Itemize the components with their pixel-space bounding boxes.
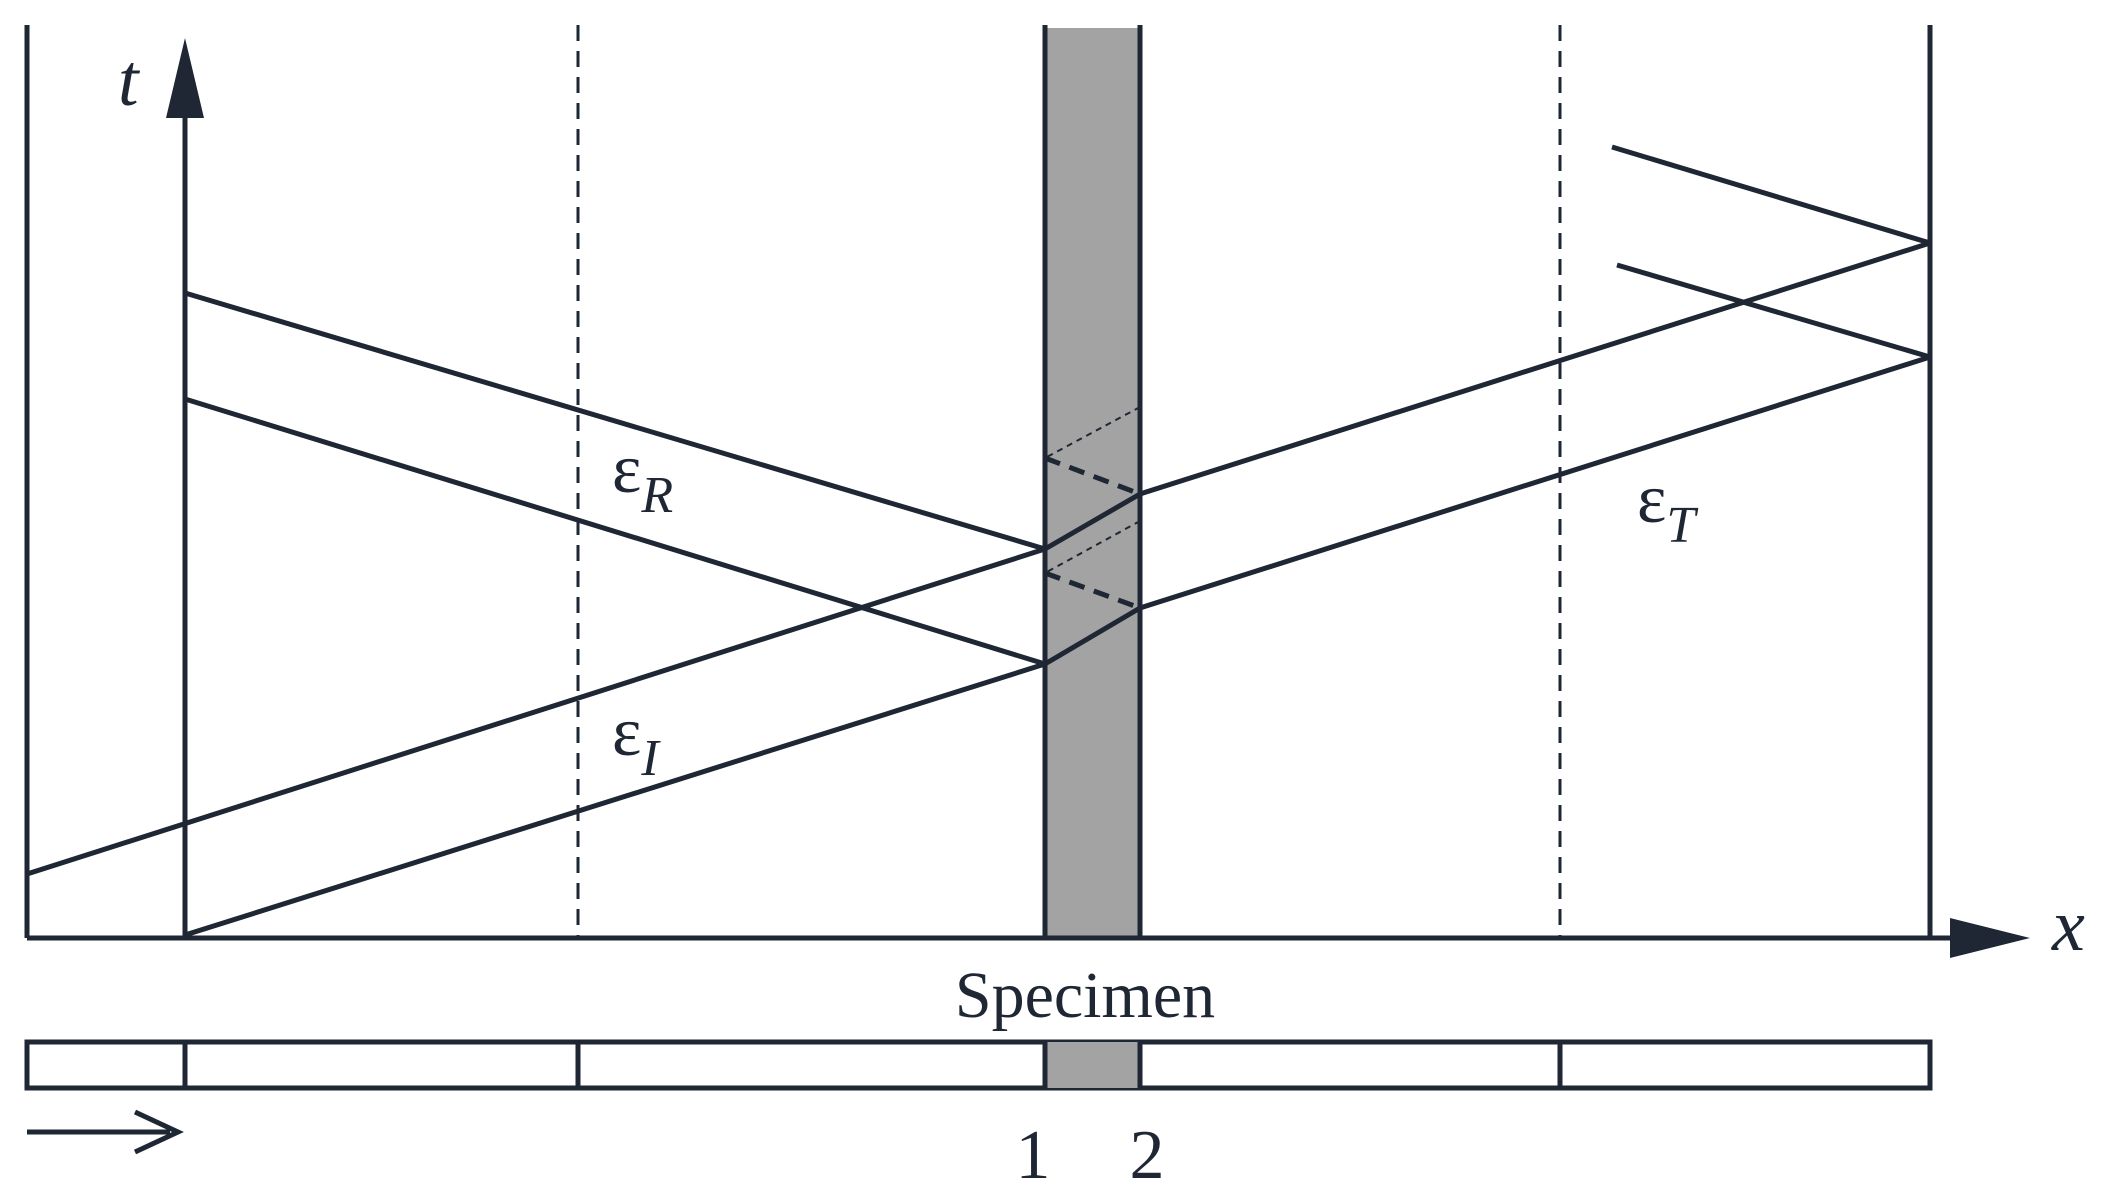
re-reflected-wave-lower-line: [1616, 262, 1931, 360]
incident-wave-upper-line: [26, 240, 1931, 877]
reflected-wave-lower-line: [184, 396, 1046, 667]
t-axis-arrowhead: [166, 38, 204, 118]
transmitted-wave-label: εT: [1637, 461, 1698, 554]
specimen-label: Specimen: [955, 959, 1215, 1032]
specimen-reverberation-thin-lower: [1044, 520, 1141, 574]
reflected-wave-label: εR: [612, 431, 673, 524]
x-axis-label: x: [2051, 885, 2085, 967]
specimen-reverberation-bold-lower: [1044, 570, 1141, 611]
impact-direction-arrow-icon: [133, 1109, 184, 1155]
specimen-reverberation-thin-upper: [1044, 406, 1141, 459]
incident-wave-lower-line: [184, 354, 1931, 938]
specimen-band: [1045, 28, 1140, 938]
specimen-reverberation-bold-upper: [1044, 455, 1141, 497]
x-axis-arrowhead: [1950, 918, 2030, 958]
re-reflected-wave-upper-line: [1611, 144, 1931, 246]
interface-1-label: 1: [1016, 1117, 1051, 1194]
incident-wave-label: εI: [612, 694, 661, 787]
interface-2-label: 2: [1130, 1117, 1165, 1194]
specimen-schematic: [1045, 1042, 1140, 1088]
reflected-wave-upper-line: [184, 290, 1046, 552]
bar-schematic: [24, 1039, 1933, 1091]
t-axis-label: t: [118, 40, 141, 122]
